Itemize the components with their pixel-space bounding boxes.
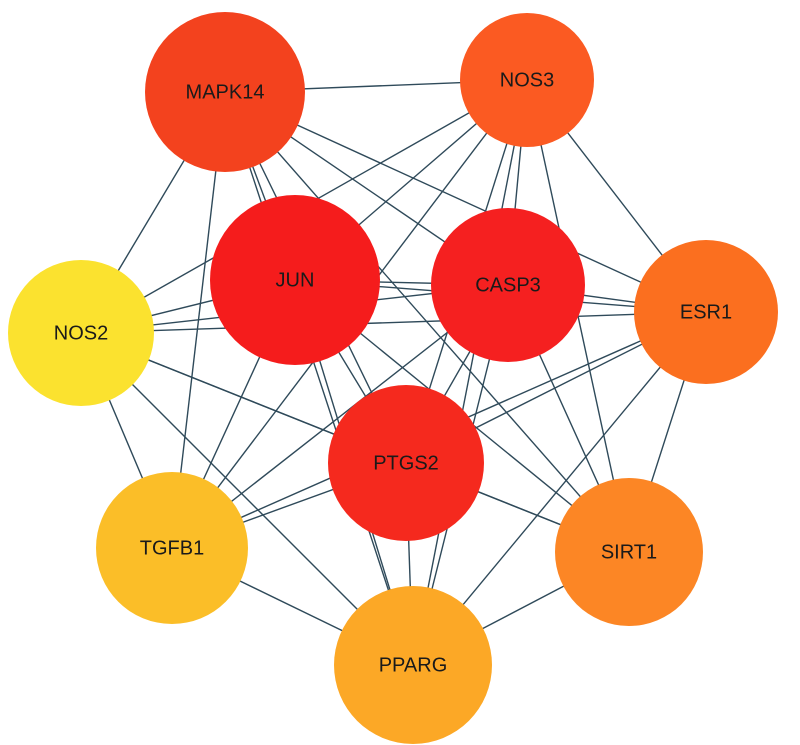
node-circle-jun [210, 195, 380, 365]
node-label-tgfb1: TGFB1 [140, 537, 204, 559]
node-tgfb1: TGFB1 [96, 472, 248, 624]
node-pparg: PPARG [334, 586, 492, 744]
node-label-mapk14: MAPK14 [186, 81, 265, 103]
node-circle-sirt1 [555, 478, 703, 626]
node-label-nos3: NOS3 [500, 69, 554, 91]
node-esr1: ESR1 [634, 240, 778, 384]
edge-nos3-pparg [412, 79, 528, 666]
node-casp3: CASP3 [431, 208, 585, 362]
node-mapk14: MAPK14 [145, 12, 305, 172]
edge-mapk14-esr1 [224, 91, 707, 313]
node-circle-esr1 [634, 240, 778, 384]
node-jun: JUN [210, 195, 380, 365]
node-label-jun: JUN [276, 269, 315, 291]
node-label-casp3: CASP3 [475, 274, 541, 296]
node-circle-mapk14 [145, 12, 305, 172]
node-label-esr1: ESR1 [680, 301, 732, 323]
node-circle-pparg [334, 586, 492, 744]
node-sirt1: SIRT1 [555, 478, 703, 626]
node-circle-ptgs2 [328, 385, 484, 541]
node-label-nos2: NOS2 [54, 322, 108, 344]
node-circle-casp3 [431, 208, 585, 362]
node-circle-nos3 [460, 13, 594, 147]
node-nos3: NOS3 [460, 13, 594, 147]
edge-esr1-nos2 [80, 311, 707, 334]
node-ptgs2: PTGS2 [328, 385, 484, 541]
node-label-pparg: PPARG [379, 654, 448, 676]
node-label-ptgs2: PTGS2 [373, 452, 439, 474]
node-label-sirt1: SIRT1 [601, 541, 657, 563]
edge-mapk14-pparg [224, 91, 414, 666]
node-circle-tgfb1 [96, 472, 248, 624]
node-nos2: NOS2 [8, 260, 154, 406]
node-circle-nos2 [8, 260, 154, 406]
